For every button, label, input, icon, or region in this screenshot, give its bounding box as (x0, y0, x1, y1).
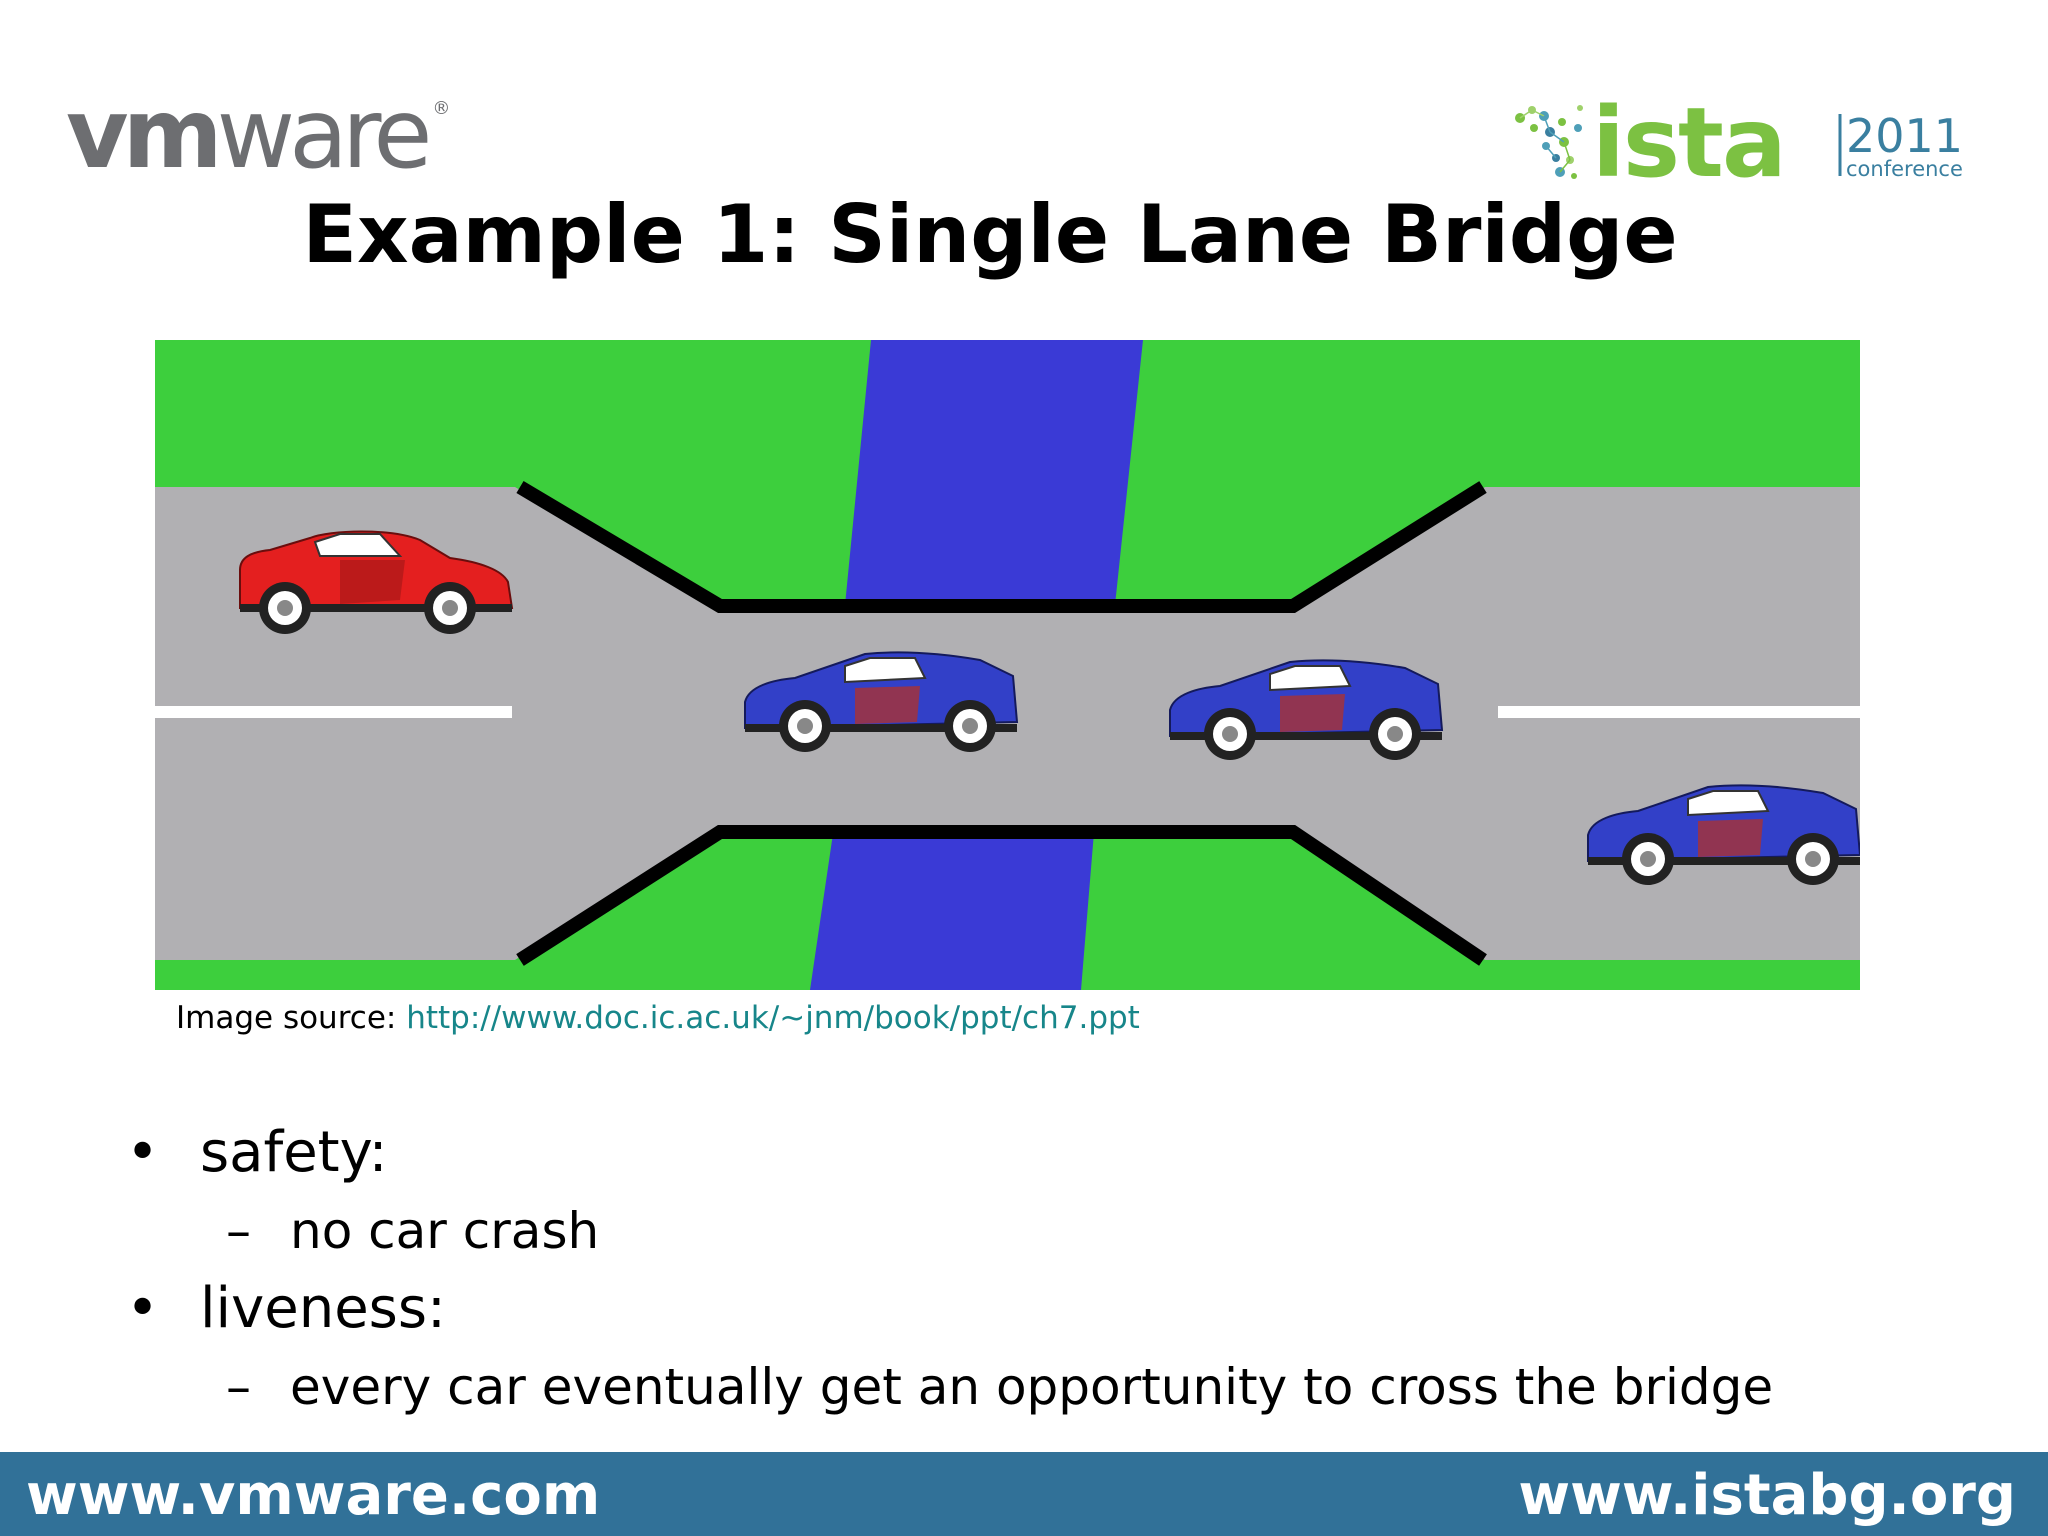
ista-molecule-icon (1515, 105, 1583, 179)
vmware-logo-vm: vm (66, 78, 217, 190)
sub-bullet-item: –no car crash (226, 1202, 599, 1260)
bullet-item-liveness: •liveness: (126, 1276, 446, 1341)
bullet-label: safety: (200, 1120, 388, 1185)
ista-logo: ista 2011 conference (1510, 94, 1980, 194)
lane-marking-left (155, 706, 512, 718)
vmware-logo: vmware® (66, 86, 444, 182)
sub-bullet-marker: – (226, 1202, 290, 1260)
vmware-logo-ware: ware (217, 78, 427, 190)
bullet-label: liveness: (200, 1276, 446, 1341)
footer-istabg-url[interactable]: www.istabg.org (1518, 1462, 2016, 1529)
river-bottom (810, 820, 1095, 990)
sub-bullet-item: –every car eventually get an opportunity… (226, 1358, 1773, 1416)
footer-vmware-url[interactable]: www.vmware.com (26, 1462, 600, 1529)
ista-logo-name: ista (1592, 94, 1785, 194)
single-lane-bridge-illustration (155, 340, 1860, 990)
lane-marking-right (1498, 706, 1860, 718)
river-top (845, 340, 1143, 605)
image-source-link[interactable]: http://www.doc.ic.ac.uk/~jnm/book/ppt/ch… (406, 1000, 1140, 1036)
ista-logo-year: 2011 (1846, 109, 1963, 163)
image-caption: Image source: http://www.doc.ic.ac.uk/~j… (176, 1000, 1140, 1037)
slide-title: Example 1: Single Lane Bridge (0, 195, 1980, 275)
bullet-marker: • (126, 1276, 200, 1341)
bullet-item-safety: •safety: (126, 1120, 388, 1185)
sub-bullet-text: every car eventually get an opportunity … (290, 1358, 1773, 1416)
image-caption-prefix: Image source: (176, 1000, 406, 1036)
footer-bar: www.vmware.com www.istabg.org (0, 1452, 2048, 1536)
ista-logo-sub: conference (1846, 157, 1963, 181)
registered-mark: ® (432, 98, 450, 119)
bullet-marker: • (126, 1120, 200, 1185)
sub-bullet-text: no car crash (290, 1202, 599, 1260)
sub-bullet-marker: – (226, 1358, 290, 1416)
